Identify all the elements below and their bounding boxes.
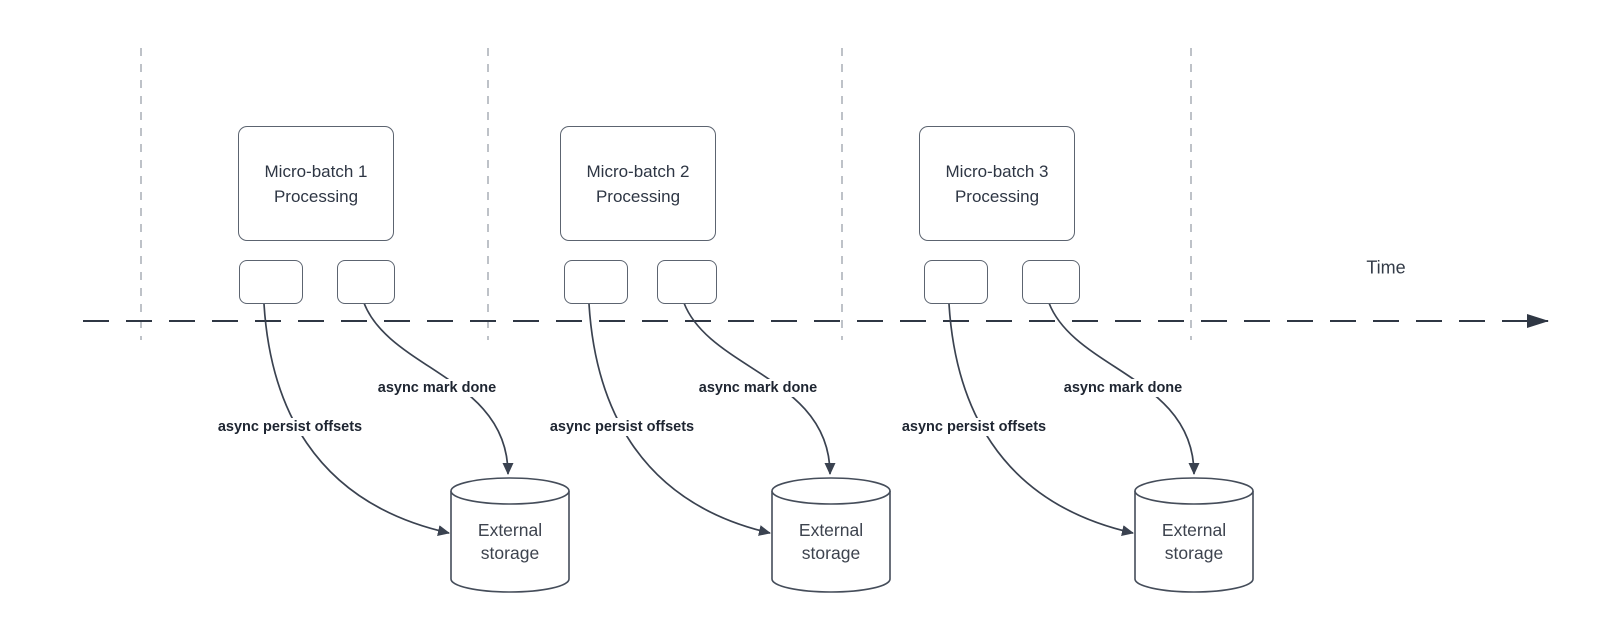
micro-batch-2-title: Micro-batch 2 Processing [586, 161, 690, 206]
done-arrow-1 [363, 302, 514, 475]
micro-batch-1-box: Micro-batch 1 Processing [238, 126, 394, 241]
batch-3-task-persist-box [924, 260, 988, 304]
done-arrow-2 [683, 302, 836, 475]
storage-label-1: External storage [477, 520, 543, 563]
done-label-1: async mark done [374, 379, 500, 397]
batch-2-task-persist-box [564, 260, 628, 304]
batch-1-task-persist-box [239, 260, 303, 304]
storage-cylinder-1 [450, 477, 570, 593]
done-label-2: async mark done [695, 379, 821, 397]
micro-batch-3-title: Micro-batch 3 Processing [945, 161, 1049, 206]
batch-2-task-done-box [657, 260, 717, 304]
done-arrow-3 [1048, 302, 1200, 475]
storage-cylinder-3 [1134, 477, 1254, 593]
persist-arrow-3 [948, 303, 1134, 536]
storage-cylinder-2 [771, 477, 891, 593]
persist-arrow-1 [263, 303, 450, 536]
batch-3-task-done-box [1022, 260, 1080, 304]
micro-batch-1-title: Micro-batch 1 Processing [264, 161, 368, 206]
persist-arrow-2 [588, 303, 771, 536]
micro-batch-2-box: Micro-batch 2 Processing [560, 126, 716, 241]
storage-label-2: External storage [798, 520, 864, 563]
time-axis-label: Time [1366, 257, 1406, 278]
persist-label-1: async persist offsets [214, 418, 366, 436]
storage-label-3: External storage [1161, 520, 1227, 563]
done-label-3: async mark done [1060, 379, 1186, 397]
micro-batch-3-box: Micro-batch 3 Processing [919, 126, 1075, 241]
persist-label-2: async persist offsets [546, 418, 698, 436]
batch-1-task-done-box [337, 260, 395, 304]
persist-label-3: async persist offsets [898, 418, 1050, 436]
